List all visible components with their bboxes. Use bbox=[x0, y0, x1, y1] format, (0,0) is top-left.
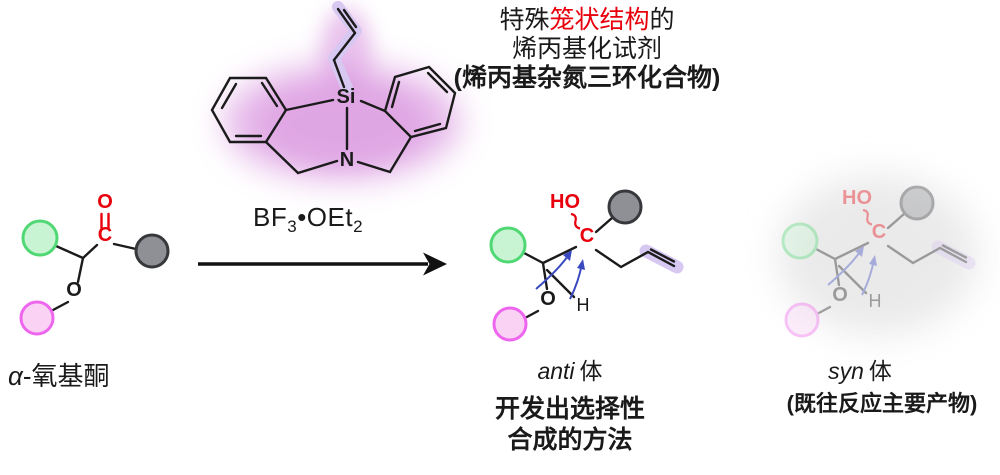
anti-product-structure bbox=[491, 191, 677, 340]
carbonyl-c-label: C bbox=[98, 224, 112, 246]
gray-substituent bbox=[134, 233, 170, 269]
substrate-label: α-氧基酮 bbox=[8, 356, 110, 393]
substrate-label-alpha: α bbox=[8, 361, 23, 391]
cage-bonds bbox=[210, 7, 457, 175]
substrate-structure: C O O bbox=[19, 191, 170, 336]
reagent-desc-line3: (烯丙基杂氮三环化合物) bbox=[453, 64, 721, 92]
reagent-description: 特殊笼状结构的 烯丙基化试剂 (烯丙基杂氮三环化合物) bbox=[437, 6, 737, 93]
ether-o-label: O bbox=[66, 279, 82, 301]
catalyst-base2: •OEt bbox=[297, 202, 354, 232]
reagent-desc-line1: 特殊笼状结构的 bbox=[437, 6, 737, 35]
reagent-cage-structure: Si N bbox=[210, 1, 457, 175]
carbonyl-o-label: O bbox=[97, 191, 113, 213]
carbonyl-double-bond bbox=[100, 212, 110, 230]
method-line1: 开发出选择性 bbox=[494, 395, 645, 423]
reaction-arrow bbox=[198, 252, 447, 276]
substrate-label-rest: -氧基酮 bbox=[22, 361, 110, 391]
syn-label-italic: syn bbox=[828, 358, 864, 384]
catalyst-label: BF3•OEt2 bbox=[253, 202, 363, 237]
catalyst-base1: BF bbox=[253, 202, 288, 232]
catalyst-sub2: 2 bbox=[353, 217, 364, 237]
catalyst-sub1: 3 bbox=[287, 217, 298, 237]
method-highlight: 开发出选择性 合成的方法 bbox=[465, 394, 675, 456]
reagent-desc-line1-pre: 特殊 bbox=[499, 6, 550, 34]
si-atom-label: Si bbox=[337, 86, 356, 108]
substrate-bonds bbox=[51, 242, 138, 312]
reagent-desc-line1-post: 的 bbox=[649, 6, 675, 34]
anti-label-suffix: 体 bbox=[579, 358, 603, 384]
syn-note: (既往反应主要产物) bbox=[786, 391, 978, 416]
syn-label-suffix: 体 bbox=[868, 358, 892, 384]
pink-substituent bbox=[19, 300, 55, 336]
reagent-desc-line1-red: 笼状结构 bbox=[549, 6, 650, 34]
green-substituent bbox=[21, 219, 59, 257]
purple-glow bbox=[224, 8, 460, 180]
method-line2: 合成的方法 bbox=[507, 426, 633, 454]
n-atom-label: N bbox=[340, 149, 354, 171]
reagent-desc-line2: 烯丙基化试剂 bbox=[511, 35, 662, 63]
anti-label-italic: anti bbox=[537, 358, 575, 384]
